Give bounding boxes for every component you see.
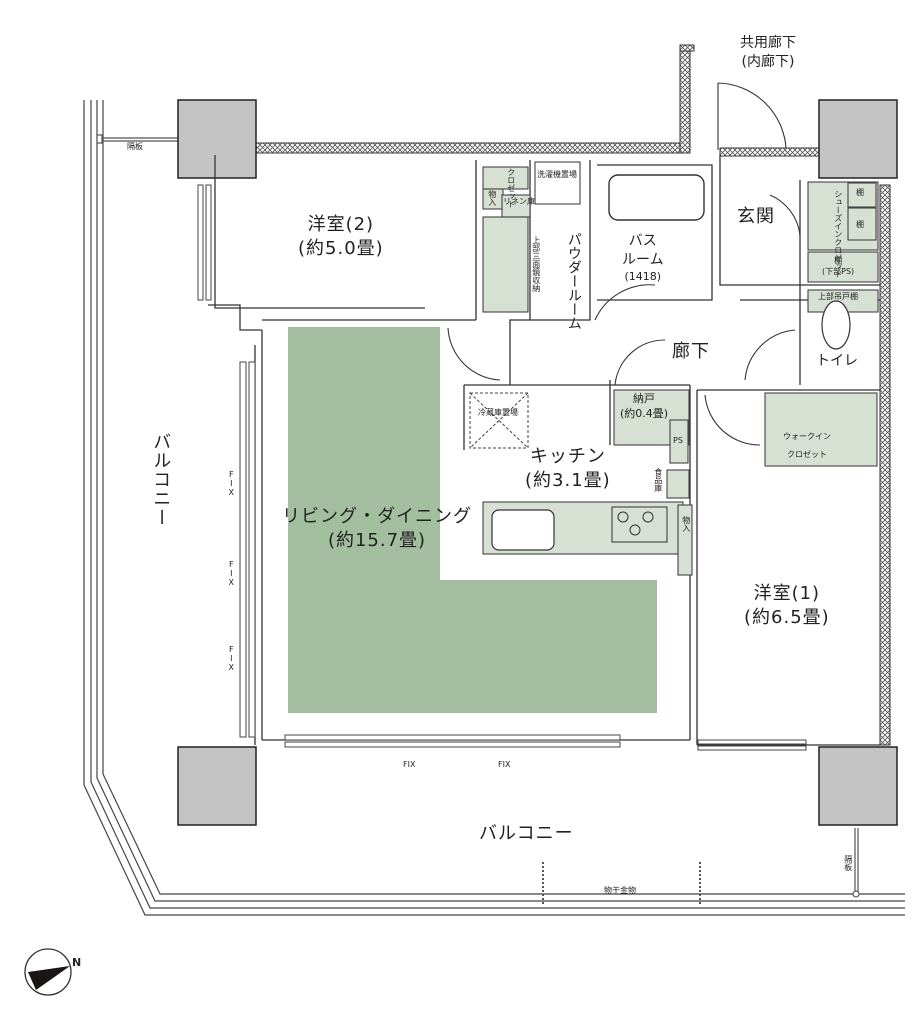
bath-room-label: バス ルーム (1418) [622,232,664,285]
toilet-bowl [821,300,851,350]
fix-label-2: FIX [226,560,236,587]
shelf-label-2: 棚 [856,220,864,229]
western-room-2-size: (約5.0畳) [298,238,384,260]
balcony-west-label: バルコニー [150,432,172,527]
shelf-ps-line1: 棚 [834,256,843,265]
fix-label-5: FIX [498,760,511,769]
living-dining-area [288,327,657,713]
storage-b-label: 物入 [681,516,691,532]
toilet-label: トイレ [816,353,858,369]
compass-north-label: N [72,956,82,969]
western-room-1-size: (約6.5畳) [744,607,830,629]
western-room-2-label: 洋室(2) (約5.0畳) [298,213,384,262]
western-room-1-name: 洋室(1) [753,583,821,604]
bathtub [608,174,705,221]
entrance-label: 玄関 [737,206,775,227]
closet-label: クロゼット [506,168,516,208]
bath-line2: ルーム [622,251,664,268]
storage-closet-label: 納戸 (約0.4畳) [620,392,668,422]
fridge-space [469,392,529,449]
kitchen-size: (約3.1畳) [525,470,611,492]
storage-a-label: 物入 [487,190,497,206]
balcony-south-label: バルコニー [479,823,574,844]
living-dining-size: (約15.7畳) [327,530,427,552]
storage-closet-name: 納戸 [633,392,656,405]
western-room-2-name: 洋室(2) [307,214,375,235]
powder-room-label: パウダールーム [565,232,582,330]
bath-code: (1418) [624,269,662,283]
shelf-ps-label: 棚 (下部PS) [822,256,854,278]
partition-label-west: 隔板 [127,142,143,151]
living-dining-label: リビング・ダイニング (約15.7畳) [282,505,472,554]
living-dining-name: リビング・ダイニング [282,506,472,527]
fix-label-3: FIX [226,645,236,672]
door-swings [447,82,801,446]
pantry-label: 食品庫 [653,468,663,492]
laundry-pan [534,161,581,205]
clothes-hanger-label: 物干金物 [604,886,636,895]
upper-shelf-label: 上部吊戸棚 [818,292,858,301]
compass-icon [24,948,72,996]
kitchen-label: キッチン (約3.1畳) [525,445,611,494]
fridge-label: 冷蔵庫置場 [478,408,518,417]
linen-label: リネン庫 [503,197,535,206]
fix-label-4: FIX [403,760,416,769]
shelf-label-1: 棚 [856,188,864,197]
partition-board [96,134,860,898]
common-corridor-line2: (内廊下) [741,53,795,70]
windows [197,184,807,751]
storage-closet-size: (約0.4畳) [620,406,669,420]
common-corridor-label: 共用廊下 (内廊下) [740,34,796,72]
structural-columns [177,99,898,826]
western-room-1-label: 洋室(1) (約6.5畳) [744,582,830,631]
bath-line1: バス [628,233,657,249]
upper-mirror-label: 上部三面鏡収納 [531,236,541,292]
walk-in-line1: ウォークイン [783,432,831,441]
laundry-label: 洗濯機置場 [537,170,577,179]
common-corridor-line1: 共用廊下 [740,35,796,51]
partition-label-east: 隔板 [843,855,853,871]
walk-in-closet-label: ウォークイン クロゼット [783,428,831,463]
walk-in-line2: クロゼット [787,449,827,459]
shoes-in-closet-label: シューズインクロゼット [833,190,843,278]
hallway-label: 廊下 [672,341,710,362]
kitchen-name: キッチン [529,446,606,467]
gas-stove [611,506,668,543]
shelf-ps-line2: (下部PS) [822,266,855,276]
clothes-hanger-posts [542,862,701,905]
fix-label-1: FIX [226,470,236,497]
ps-label: PS [673,436,683,445]
kitchen-sink [491,509,555,551]
balcony-railing [83,100,905,916]
